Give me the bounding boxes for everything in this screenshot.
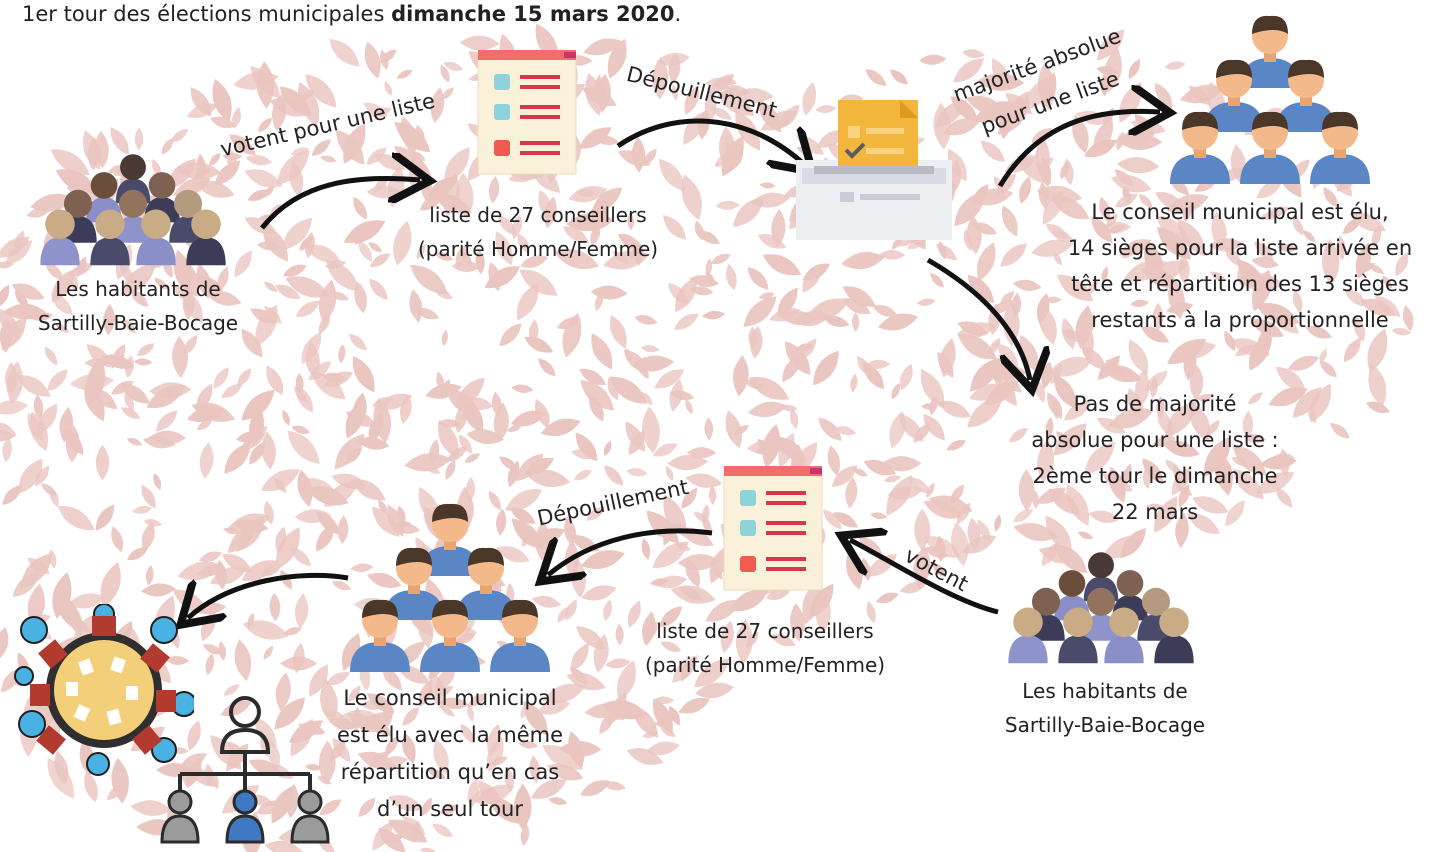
no-majority-line: absolue pour une liste : [1031, 428, 1279, 452]
elected-line: 14 sièges pour la liste arrivée en [1067, 236, 1413, 260]
arrow-count-round2 [548, 528, 713, 575]
elected-line: tête et répartition des 13 sièges [1071, 272, 1409, 296]
list-label: liste de 27 conseillers (parité Homme/Fe… [398, 198, 678, 266]
elected-line: répartition qu’en cas [340, 760, 560, 784]
elected-line: d’un seul tour [376, 797, 523, 821]
checklist-icon [477, 50, 577, 175]
no-majority-line: 2ème tour le dimanche [1032, 464, 1278, 488]
elected-line: restants à la proportionnelle [1091, 308, 1389, 332]
voters-label-line: Sartilly-Baie-Bocage [37, 311, 239, 335]
ballot-box-icon [796, 100, 952, 240]
arrow-vote-round1 [260, 178, 420, 230]
title-date: dimanche 15 mars 2020 [391, 2, 675, 26]
voters-label-2: Les habitants de Sartilly-Baie-Bocage [975, 674, 1235, 742]
elected-line: Le conseil municipal est élu, [1091, 200, 1389, 224]
arrow-no-majority [926, 257, 1030, 380]
elected-majority-text: Le conseil municipal est élu, 14 sièges … [1030, 194, 1450, 338]
arrow-count-round1 [616, 118, 805, 165]
list-label-line: (parité Homme/Femme) [644, 653, 886, 677]
list-label-line: liste de 27 conseillers [429, 203, 647, 227]
list-label-line: liste de 27 conseillers [656, 619, 874, 643]
arrow-majority [997, 111, 1160, 188]
no-majority-line: Pas de majorité [1073, 392, 1237, 416]
voters-label: Les habitants de Sartilly-Baie-Bocage [8, 272, 268, 340]
list-label-2: liste de 27 conseillers (parité Homme/Fe… [625, 614, 905, 682]
arrow-to-council [188, 572, 349, 618]
elected-line: est élu avec la même [336, 723, 564, 747]
elected-line: Le conseil municipal [343, 686, 557, 710]
no-majority-line: 22 mars [1111, 500, 1199, 524]
elected-same-text: Le conseil municipal est élu avec la mêm… [300, 680, 600, 828]
list-label-line: (parité Homme/Femme) [417, 237, 659, 261]
arrow-vote-round2 [850, 540, 999, 615]
crowd-icon [40, 154, 226, 266]
page-title: 1er tour des élections municipales diman… [22, 2, 681, 26]
voters-label-line: Sartilly-Baie-Bocage [1004, 713, 1206, 737]
no-majority-text: Pas de majorité absolue pour une liste :… [1000, 386, 1310, 530]
title-text: 1er tour des élections municipales [22, 2, 392, 26]
crowd-icon-2 [1008, 552, 1194, 664]
voters-label-line: Les habitants de [1022, 679, 1188, 703]
council-icon [1170, 15, 1370, 184]
checklist-icon-2 [723, 466, 823, 591]
council-icon-2 [350, 503, 550, 672]
hierarchy-icon [160, 696, 330, 844]
title-suffix: . [674, 2, 682, 26]
voters-label-line: Les habitants de [55, 277, 221, 301]
meeting-table-icon [14, 604, 194, 776]
